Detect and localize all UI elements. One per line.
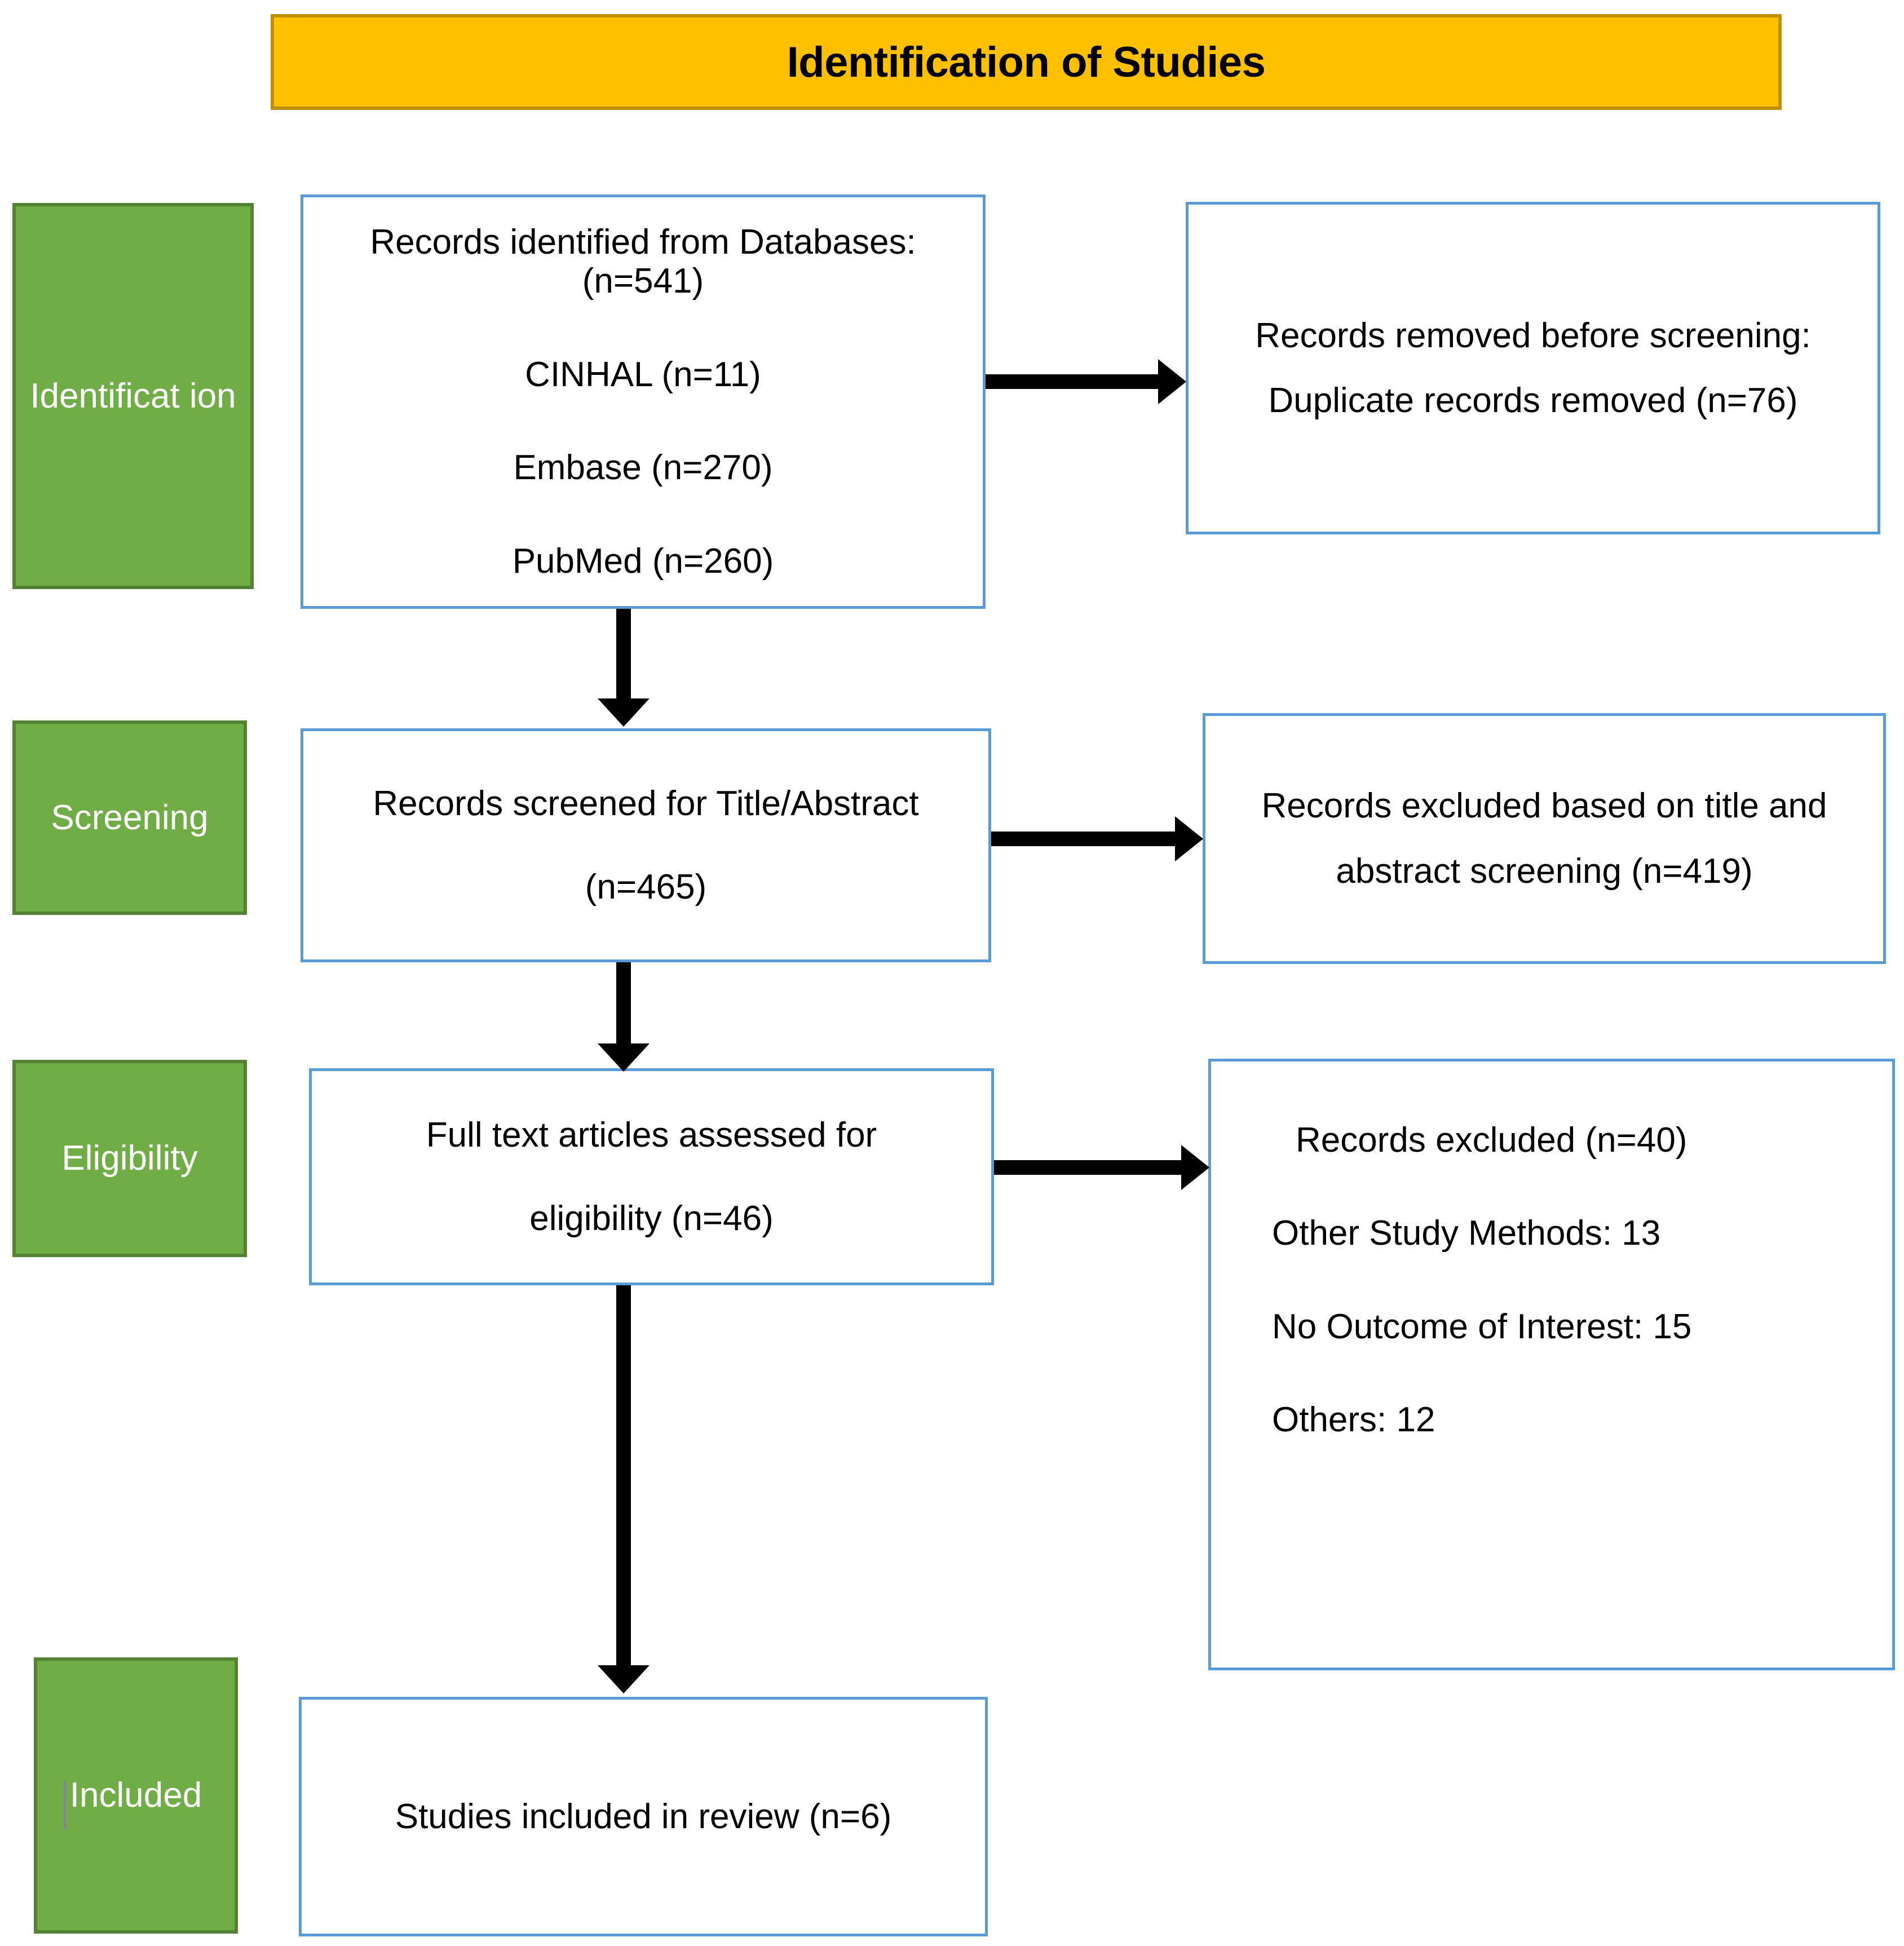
box-records-identified-line-1: Records identified from Databases: xyxy=(370,222,916,262)
arrow-eligibility-to-excluded xyxy=(994,1160,1183,1175)
box-records-screened: Records screened for Title/Abstract (n=4… xyxy=(301,728,991,962)
box-full-text-assessed-line-1: Full text articles assessed for xyxy=(426,1116,877,1155)
arrow-identified-to-screened xyxy=(616,609,631,702)
spacer xyxy=(1205,826,1883,852)
box-records-identified-line-2: (n=541) xyxy=(582,262,704,301)
page-title: Identification of Studies xyxy=(787,38,1266,86)
box-excluded-full-text: Records excluded (n=40) Other Study Meth… xyxy=(1208,1059,1895,1670)
spacer xyxy=(1189,355,1878,381)
arrow-screened-to-eligibility xyxy=(616,962,631,1047)
box-excluded-title-abstract: Records excluded based on title and abst… xyxy=(1203,713,1886,964)
spacer xyxy=(303,301,983,355)
spacer xyxy=(312,1155,991,1199)
spacer xyxy=(303,394,983,448)
box-records-identified-line-3: CINHAL (n=11) xyxy=(525,355,761,394)
arrow-screened-to-excluded xyxy=(991,832,1177,846)
spacer xyxy=(303,488,983,542)
stage-label-identification: Identificat ion xyxy=(12,203,254,589)
box-duplicates-removed-line-2: Duplicate records removed (n=76) xyxy=(1268,381,1798,420)
text-caret-artifact xyxy=(64,1781,66,1830)
box-excluded-full-text-line-4: Others: 12 xyxy=(1272,1400,1435,1439)
spacer xyxy=(1211,1160,1892,1214)
stage-label-screening-text: Screening xyxy=(51,798,209,837)
spacer xyxy=(1211,1253,1892,1307)
stage-label-eligibility-text: Eligibility xyxy=(61,1139,198,1178)
spacer xyxy=(1211,1346,1892,1400)
stage-label-included-text: Included xyxy=(69,1776,202,1815)
box-full-text-assessed: Full text articles assessed for eligibil… xyxy=(309,1068,994,1285)
box-records-identified: Records identified from Databases: (n=54… xyxy=(301,194,986,609)
box-full-text-assessed-line-2: eligibility (n=46) xyxy=(529,1198,774,1238)
box-records-screened-line-2: (n=465) xyxy=(585,867,707,906)
box-duplicates-removed: Records removed before screening: Duplic… xyxy=(1186,202,1880,534)
stage-label-screening: Screening xyxy=(12,720,247,915)
box-duplicates-removed-line-1: Records removed before screening: xyxy=(1255,316,1811,355)
stage-label-identification-text: Identificat ion xyxy=(30,376,236,415)
box-excluded-title-abstract-line-2: abstract screening (n=419) xyxy=(1336,851,1753,891)
spacer xyxy=(303,824,988,868)
arrow-identified-to-duplicates xyxy=(986,374,1160,389)
box-records-identified-line-5: PubMed (n=260) xyxy=(512,541,774,581)
stage-label-eligibility: Eligibility xyxy=(12,1060,247,1257)
box-excluded-full-text-line-1: Records excluded (n=40) xyxy=(1296,1120,1687,1160)
box-studies-included: Studies included in review (n=6) xyxy=(299,1697,988,1936)
arrow-eligibility-to-included xyxy=(616,1285,631,1669)
box-excluded-full-text-line-2: Other Study Methods: 13 xyxy=(1272,1214,1661,1253)
box-excluded-full-text-line-3: No Outcome of Interest: 15 xyxy=(1272,1307,1692,1346)
box-records-identified-line-4: Embase (n=270) xyxy=(513,448,773,488)
box-records-screened-line-1: Records screened for Title/Abstract xyxy=(373,784,919,824)
stage-label-included: Included xyxy=(34,1657,238,1934)
spacer xyxy=(1211,1439,1892,1608)
box-excluded-title-abstract-line-1: Records excluded based on title and xyxy=(1261,786,1827,826)
box-studies-included-line-1: Studies included in review (n=6) xyxy=(395,1797,892,1836)
diagram-title-banner: Identification of Studies xyxy=(271,14,1782,110)
